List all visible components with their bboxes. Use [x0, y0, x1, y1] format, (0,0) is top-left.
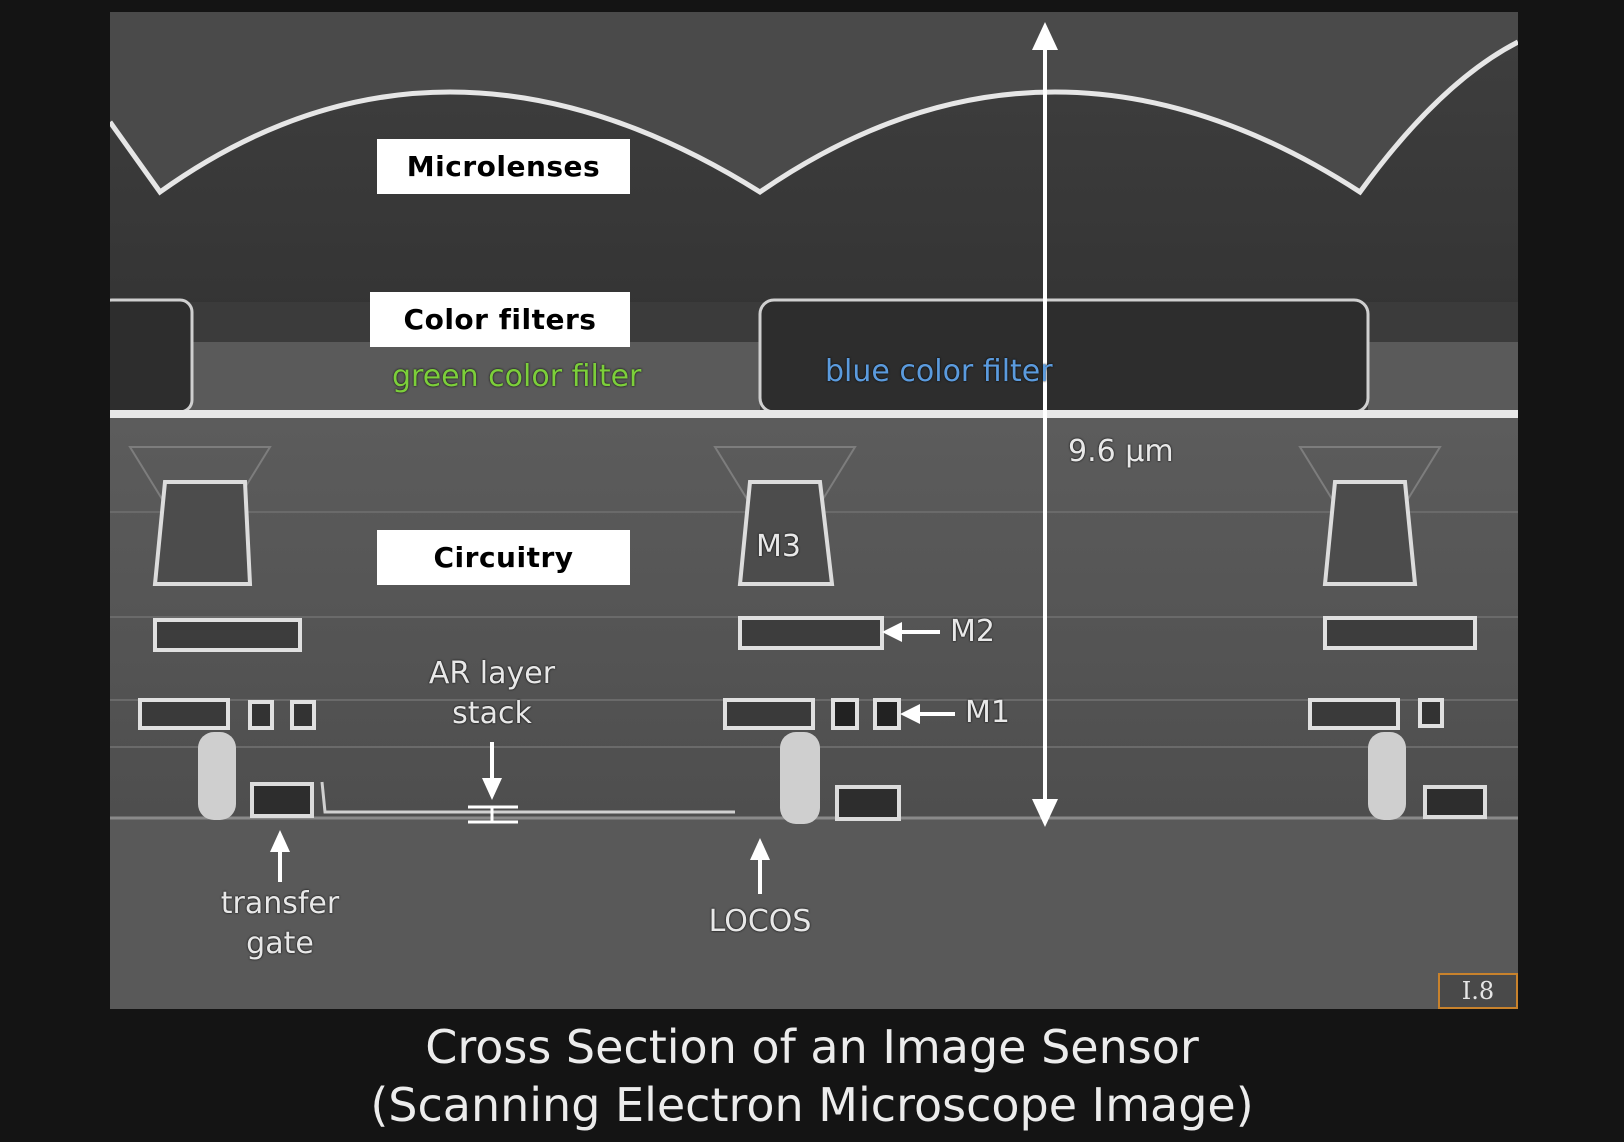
pixel-structure-left — [128, 446, 316, 820]
caption-line1: Cross Section of an Image Sensor — [425, 1020, 1199, 1074]
slide-number-badge: I.8 — [1438, 973, 1518, 1009]
locos-annotation: LOCOS — [708, 904, 812, 939]
pixel-structure-center — [713, 446, 901, 824]
green-filter-region — [190, 342, 760, 412]
m2-arrow — [882, 622, 940, 642]
height-annotation: 9.6 μm — [1068, 434, 1174, 469]
transfer-gate-line2: gate — [246, 926, 314, 961]
transfer-gate-arrow — [270, 830, 290, 882]
green-filter-annotation: green color filter — [392, 359, 642, 394]
microlens-outline — [110, 39, 1518, 196]
m1-arrow — [900, 704, 955, 724]
figure-caption: Cross Section of an Image Sensor (Scanni… — [0, 1018, 1624, 1134]
pixel-structure-right — [1298, 446, 1487, 820]
sem-image: Microlenses Color filters Circuitry gree… — [110, 12, 1518, 1009]
caption-line2: (Scanning Electron Microscope Image) — [370, 1078, 1254, 1132]
height-arrow — [1032, 22, 1058, 827]
color-filters-label: Color filters — [370, 292, 630, 347]
ar-layer-line2: stack — [452, 696, 532, 731]
circuitry-label: Circuitry — [377, 530, 630, 585]
transfer-gate-line1: transfer — [220, 886, 340, 921]
m1-annotation: M1 — [965, 695, 1010, 730]
microlenses-label: Microlenses — [377, 139, 630, 194]
sem-cross-section — [110, 12, 1518, 1009]
ar-layer-line1: AR layer — [428, 656, 556, 691]
blue-filter-annotation: blue color filter — [825, 354, 1053, 389]
locos-arrow — [750, 838, 770, 894]
silicon-substrate — [110, 818, 1518, 1009]
ar-layer-annotation: AR layer stack — [422, 654, 562, 734]
m3-annotation: M3 — [756, 529, 801, 564]
microlens-layer — [110, 42, 1518, 317]
transfer-gate-annotation: transfer gate — [210, 884, 350, 964]
ar-layer-arrow — [468, 742, 518, 824]
m2-annotation: M2 — [950, 614, 995, 649]
